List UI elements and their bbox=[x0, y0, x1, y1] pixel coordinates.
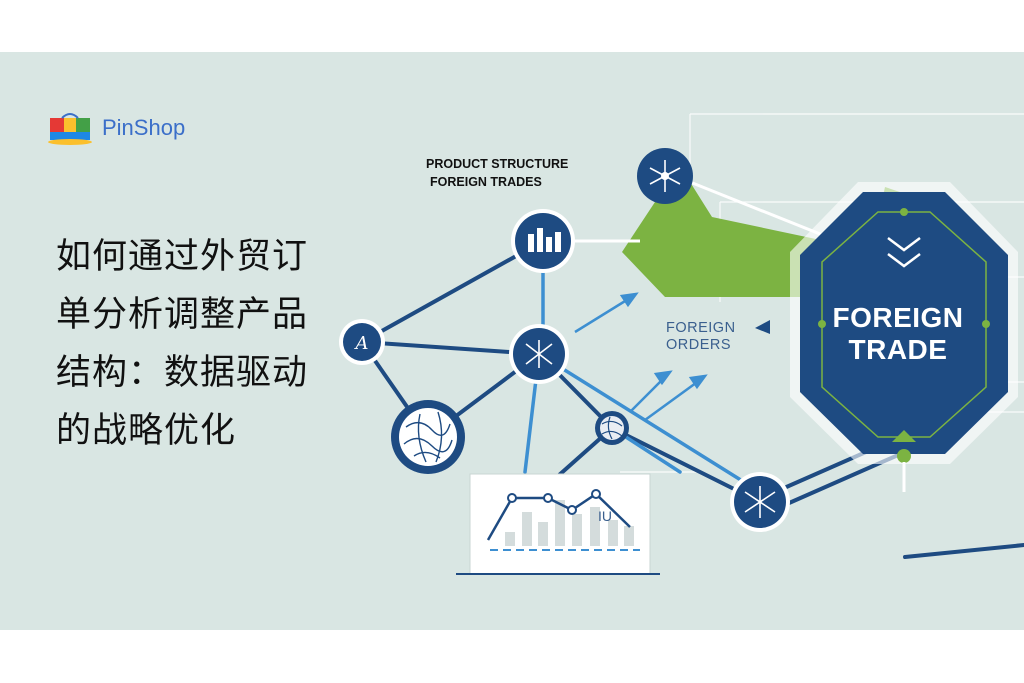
svg-text:A: A bbox=[354, 333, 369, 354]
network-diagram: A bbox=[339, 113, 1024, 575]
node-analytics bbox=[511, 209, 575, 273]
chart-glyph: IU bbox=[598, 508, 612, 524]
headline-line: 如何通过外贸订 bbox=[56, 237, 309, 277]
caption-product-structure: PRODUCT STRUCTURE bbox=[426, 157, 569, 171]
headline-line: 单分析调整产品 bbox=[56, 295, 309, 335]
banner-illustration: A bbox=[0, 52, 1024, 630]
node-hub bbox=[637, 148, 693, 204]
node-small-globe bbox=[595, 411, 629, 445]
node-distribution bbox=[730, 472, 790, 532]
foreign-trade-badge bbox=[790, 182, 1018, 492]
badge-title: FOREIGN TRADE bbox=[808, 302, 988, 366]
node-globe bbox=[391, 400, 465, 474]
article-headline: 如何通过外贸订 单分析调整产品 结构：数据驱动 的战略优化 bbox=[56, 228, 334, 460]
orders-line: ORDERS bbox=[666, 337, 732, 353]
chart-panel bbox=[456, 473, 660, 575]
orders-line: FOREIGN bbox=[666, 320, 736, 336]
foreign-orders-label: FOREIGN ORDERS bbox=[666, 320, 736, 354]
badge-line: TRADE bbox=[848, 334, 948, 365]
headline-line: 结构：数据驱动 bbox=[56, 353, 309, 393]
brand-name: PinShop bbox=[102, 115, 186, 140]
badge-line: FOREIGN bbox=[832, 302, 964, 333]
shopping-bag-icon bbox=[48, 113, 92, 145]
node-network bbox=[509, 324, 569, 384]
node-source: A bbox=[339, 319, 385, 365]
headline-line: 的战略优化 bbox=[56, 411, 237, 451]
growth-arrow bbox=[622, 182, 830, 297]
trend-arrows bbox=[574, 292, 770, 422]
brand-logo[interactable]: PinShop bbox=[46, 110, 185, 146]
caption-foreign-trades: FOREIGN TRADES bbox=[430, 175, 542, 189]
